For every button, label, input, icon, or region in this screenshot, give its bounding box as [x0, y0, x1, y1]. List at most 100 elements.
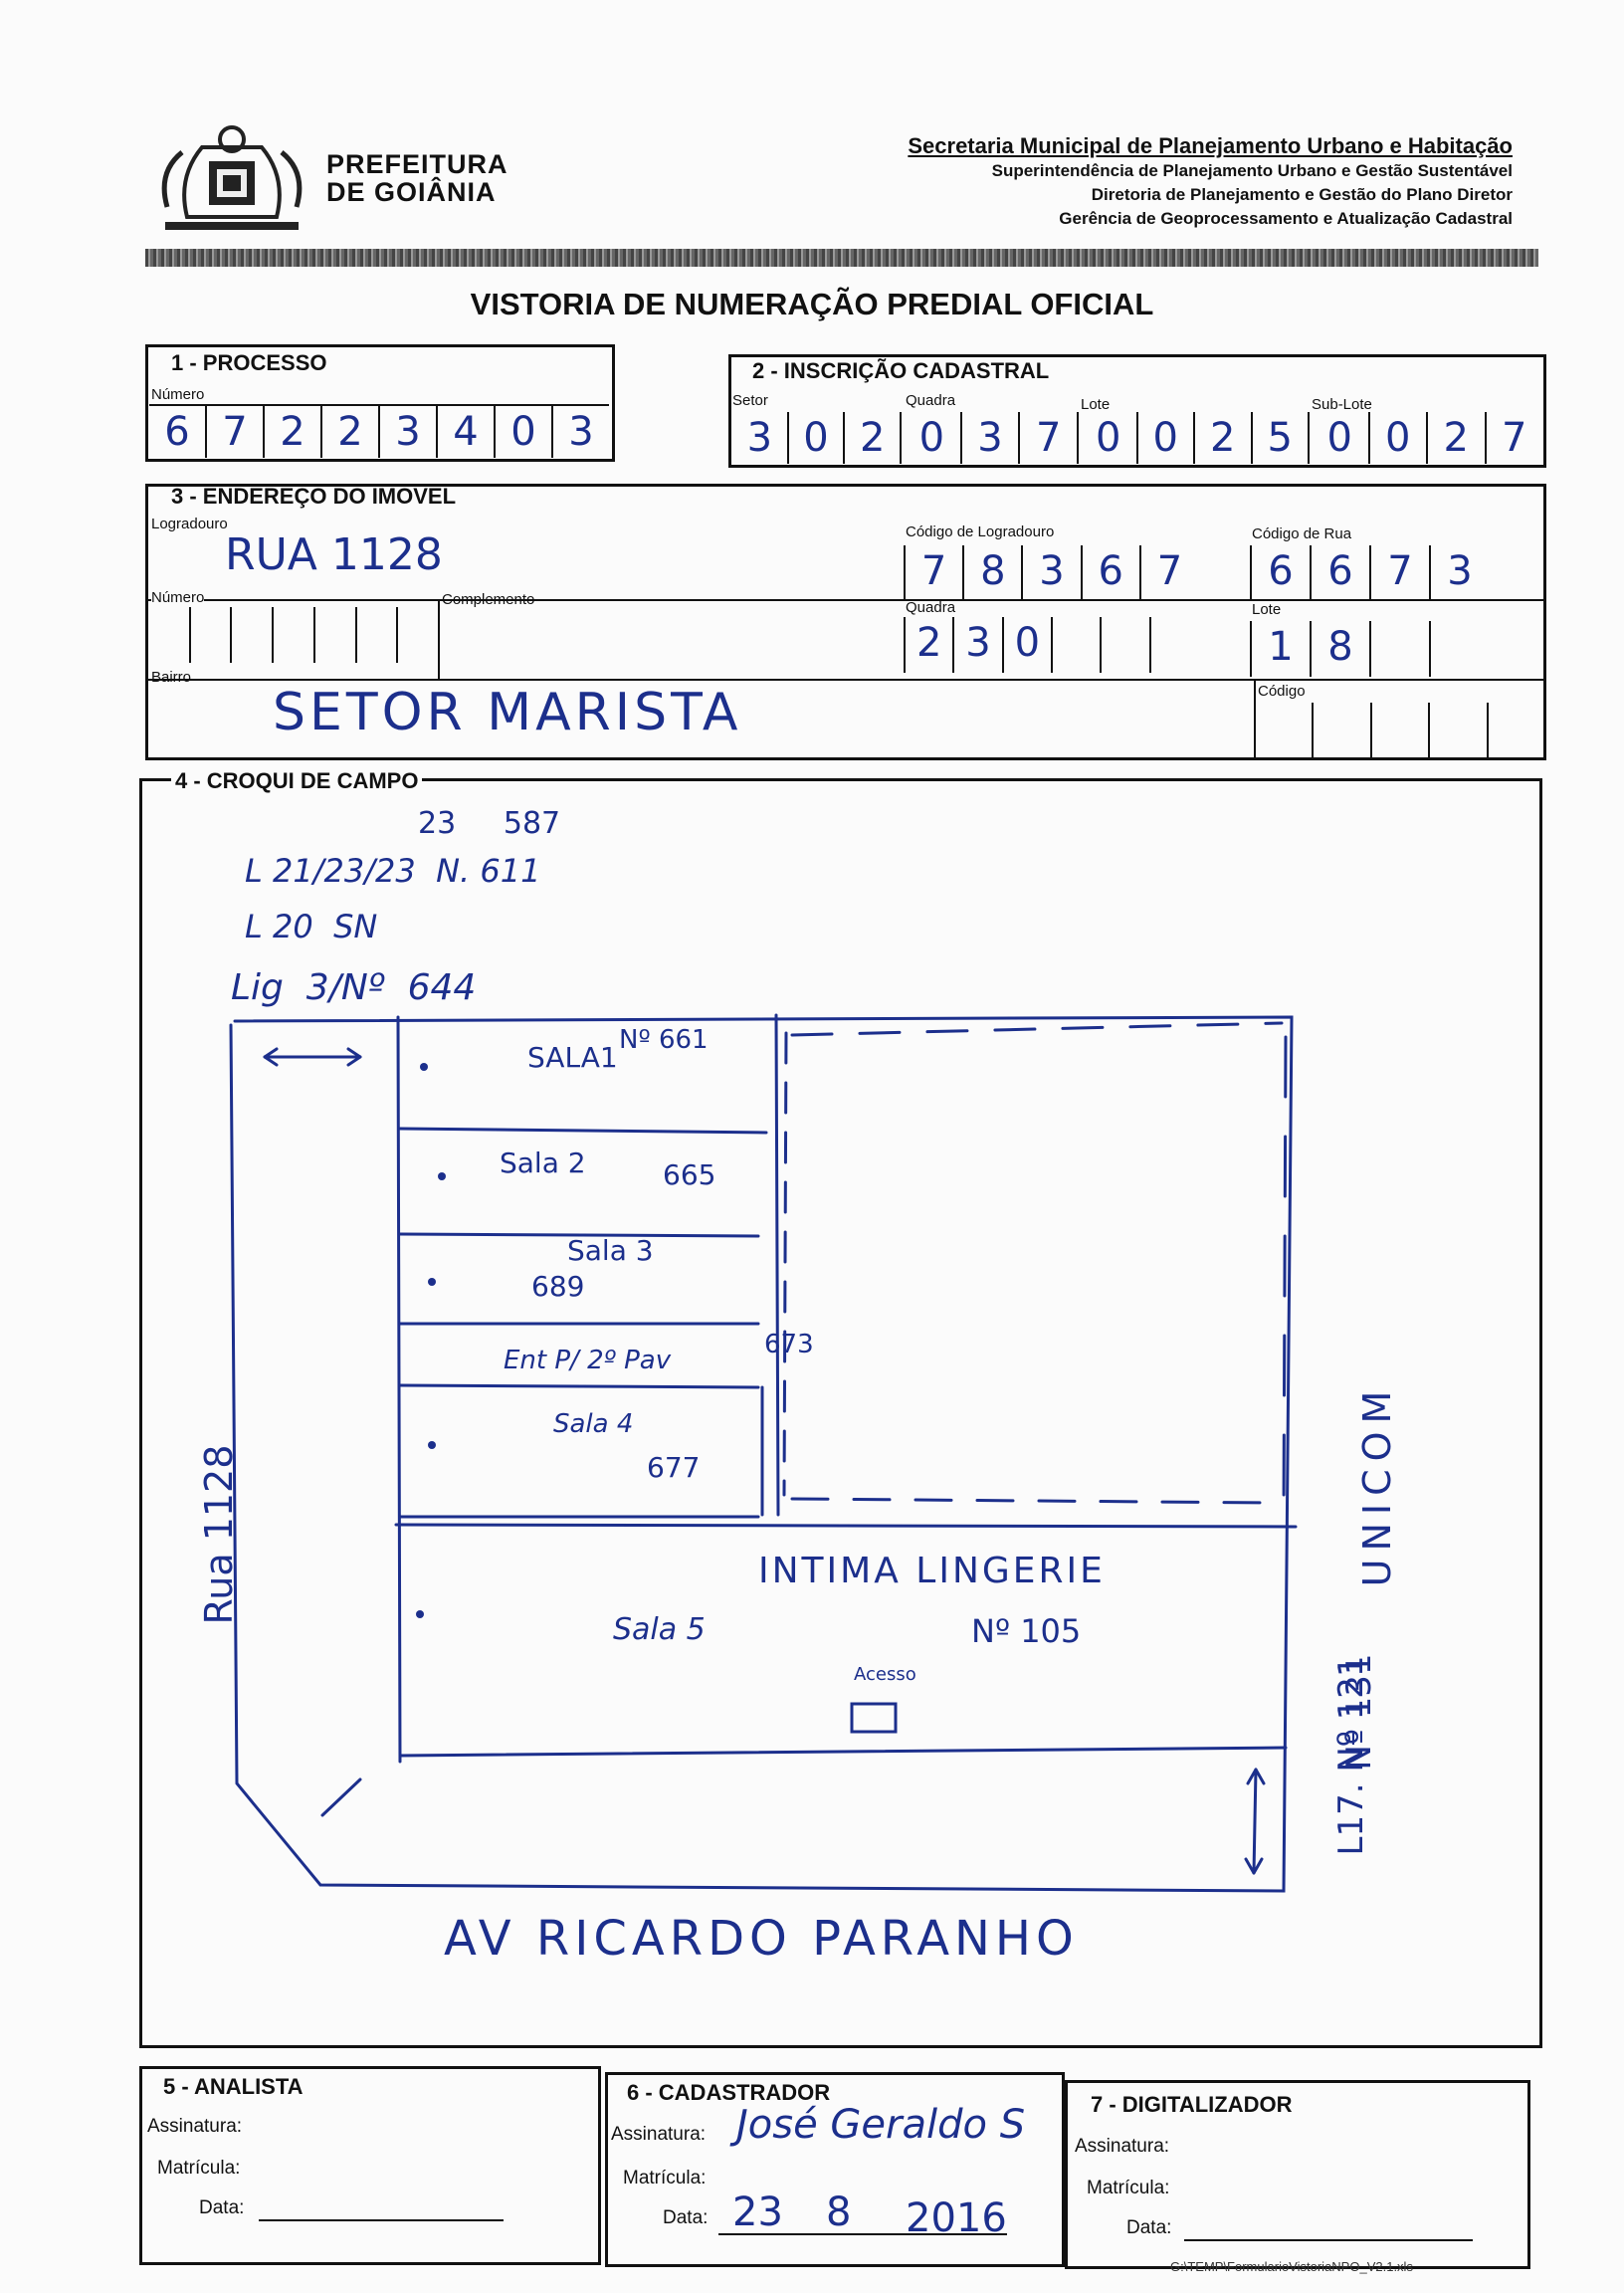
analista-title: 5 - ANALISTA — [163, 2074, 304, 2099]
cadastrador-box — [605, 2072, 1065, 2267]
codigo-rua-digit-1[interactable]: 6 — [1312, 545, 1371, 601]
digitalizador-date-line — [1184, 2239, 1473, 2241]
codigo-rua-label: Código de Rua — [1252, 525, 1352, 542]
sublote-digit-2[interactable]: 2 — [1428, 412, 1487, 464]
codigo-logradouro-digit-3[interactable]: 6 — [1083, 545, 1141, 601]
sublote-digit-1[interactable]: 0 — [1370, 412, 1428, 464]
quadra-digit-1[interactable]: 3 — [962, 412, 1021, 464]
diretoria-line: Diretoria de Planejamento e Gestão do Pl… — [1091, 185, 1513, 204]
processo-digit-5[interactable]: 4 — [438, 406, 496, 458]
codigo-logradouro-digit-0[interactable]: 7 — [906, 545, 965, 601]
lote-digit-3[interactable]: 5 — [1267, 415, 1293, 461]
logradouro-label: Logradouro — [151, 516, 228, 532]
superintendencia-line: Superintendência de Planejamento Urbano … — [991, 161, 1513, 180]
lote-endereco-digit-1[interactable]: 8 — [1312, 621, 1371, 677]
endereco-title: 3 - ENDEREÇO DO IMÓVEL — [171, 484, 457, 509]
codigo-logradouro-label: Código de Logradouro — [906, 523, 1055, 540]
processo-digit-0[interactable]: 6 — [149, 406, 207, 458]
croqui-note-1: 23 587 — [418, 806, 561, 841]
analista-data-label: Data: — [199, 2197, 245, 2218]
bairro-label: Bairro — [151, 669, 192, 686]
cadastrador-date-line — [718, 2233, 1007, 2235]
croqui-sketch — [229, 1013, 1298, 1893]
numero-cells[interactable] — [149, 607, 438, 663]
processo-digit-6[interactable]: 0 — [496, 406, 553, 458]
lote-endereco-digit-0[interactable]: 1 — [1252, 621, 1312, 677]
quadra-endereco-digit-1[interactable]: 3 — [954, 617, 1004, 673]
complemento-label: Complemento — [442, 591, 535, 608]
sublote-digit-0[interactable]: 0 — [1312, 412, 1370, 464]
croqui-note-4: Lig 3/Nº 644 — [231, 967, 477, 1008]
codigo-rua-digit-0[interactable]: 6 — [1252, 545, 1312, 601]
lote-digit-0[interactable]: 0 — [1081, 412, 1138, 464]
endereco-row-divider-1 — [145, 599, 1546, 601]
cadastrador-signature: José Geraldo S — [736, 2102, 1026, 2148]
lote-endereco-digit-2[interactable] — [1371, 621, 1431, 677]
setor-digit-2[interactable]: 2 — [859, 415, 886, 461]
cadastrador-month[interactable]: 8 — [826, 2189, 852, 2235]
setor-digit-1[interactable]: 0 — [789, 412, 846, 464]
numero-label: Número — [151, 589, 205, 606]
secretaria-title: Secretaria Municipal de Planejamento Urb… — [908, 133, 1513, 158]
sala5-number: Nº 105 — [971, 1612, 1082, 1650]
quadra-digit-2[interactable]: 7 — [1035, 415, 1062, 461]
codigo-logradouro-digit-4[interactable]: 7 — [1156, 548, 1183, 594]
quadra-digit-0[interactable]: 0 — [904, 412, 962, 464]
processo-digit-7[interactable]: 3 — [568, 409, 594, 455]
lote-endereco-digit-3[interactable] — [1431, 621, 1489, 677]
analista-date-line — [259, 2219, 504, 2221]
codigo-logradouro-digit-2[interactable]: 3 — [1023, 545, 1083, 601]
sala2-number: 665 — [663, 1158, 716, 1191]
quadra-endereco-digit-2[interactable]: 0 — [1004, 617, 1053, 673]
header-divider — [145, 249, 1538, 267]
setor-digit-0[interactable]: 3 — [732, 412, 789, 464]
processo-digit-4[interactable]: 3 — [380, 406, 438, 458]
codigo-cells[interactable] — [1256, 703, 1544, 758]
quadra-endereco-digit-4[interactable] — [1102, 617, 1151, 673]
processo-digit-1[interactable]: 7 — [207, 406, 265, 458]
quadra-endereco-digit-0[interactable]: 2 — [906, 617, 955, 673]
bairro-value[interactable]: SETOR MARISTA — [273, 683, 742, 742]
digitalizador-matricula-label: Matrícula: — [1087, 2178, 1170, 2198]
lote-digit-2[interactable]: 2 — [1195, 412, 1253, 464]
codigo-rua-digit-2[interactable]: 7 — [1371, 545, 1431, 601]
cadastrador-matricula-label: Matrícula: — [623, 2168, 707, 2189]
digitalizador-data-label: Data: — [1126, 2217, 1172, 2238]
codigo-logradouro-digit-1[interactable]: 8 — [964, 545, 1024, 601]
lote-digit-1[interactable]: 0 — [1138, 412, 1195, 464]
sala3-number: 689 — [531, 1270, 585, 1303]
sala4-number: 677 — [647, 1451, 701, 1484]
sublote-digit-3[interactable]: 7 — [1502, 415, 1527, 461]
street-left-label: Rua 1128 — [197, 1444, 241, 1625]
processo-box — [145, 344, 615, 462]
codigo-rua-digit-3[interactable]: 3 — [1447, 548, 1473, 594]
analista-matricula-label: Matrícula: — [157, 2158, 241, 2179]
sala3-label: Sala 3 — [567, 1234, 654, 1267]
analista-box — [139, 2066, 601, 2265]
processo-digit-2[interactable]: 2 — [265, 406, 322, 458]
processo-digit-3[interactable]: 2 — [322, 406, 380, 458]
acesso-label: Acesso — [854, 1664, 916, 1685]
cadastrador-title: 6 - CADASTRADOR — [627, 2080, 831, 2105]
quadra-endereco-digit-5[interactable] — [1151, 617, 1198, 673]
logradouro-value[interactable]: RUA 1128 — [225, 529, 443, 580]
croqui-title: 4 - CROQUI DE CAMPO — [171, 768, 423, 794]
quadra-endereco-digit-3[interactable] — [1053, 617, 1103, 673]
quadra-label: Quadra — [906, 392, 956, 409]
cadastrador-data-label: Data: — [663, 2207, 709, 2228]
setor-label: Setor — [732, 392, 768, 409]
gerencia-line: Gerência de Geoprocessamento e Atualizaç… — [1059, 209, 1513, 228]
endereco-box — [145, 484, 1546, 760]
entrada-label: Ent P/ 2º Pav — [504, 1346, 672, 1375]
processo-numero-label: Número — [151, 386, 205, 403]
cadastrador-day[interactable]: 23 — [732, 2189, 783, 2235]
